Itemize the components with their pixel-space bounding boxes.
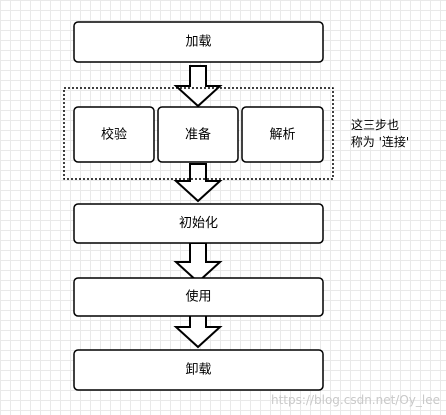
node-load: 加载 bbox=[73, 21, 324, 63]
node-verify-label: 校验 bbox=[101, 127, 127, 143]
node-load-label: 加载 bbox=[185, 35, 211, 50]
linking-note-line1: 这三步也 bbox=[351, 117, 399, 132]
arrow-initialize-to-use bbox=[173, 242, 223, 284]
node-prepare: 准备 bbox=[157, 106, 239, 163]
node-resolve-label: 解析 bbox=[269, 128, 295, 143]
node-prepare-label: 准备 bbox=[185, 127, 211, 143]
node-use-label: 使用 bbox=[185, 289, 211, 305]
node-verify: 校验 bbox=[73, 106, 155, 163]
node-unload-label: 卸载 bbox=[185, 362, 211, 378]
arrow-linking-to-initialize bbox=[173, 163, 223, 203]
node-initialize: 初始化 bbox=[73, 203, 324, 244]
node-resolve: 解析 bbox=[241, 106, 324, 163]
watermark-text: https://blog.csdn.net/Oy_lee bbox=[271, 393, 440, 407]
linking-note-line2: 称为 '连接' bbox=[351, 134, 409, 149]
node-initialize-label: 初始化 bbox=[179, 216, 218, 231]
arrow-load-to-linking bbox=[173, 65, 223, 108]
node-unload: 卸载 bbox=[73, 349, 324, 391]
node-use: 使用 bbox=[73, 277, 324, 317]
